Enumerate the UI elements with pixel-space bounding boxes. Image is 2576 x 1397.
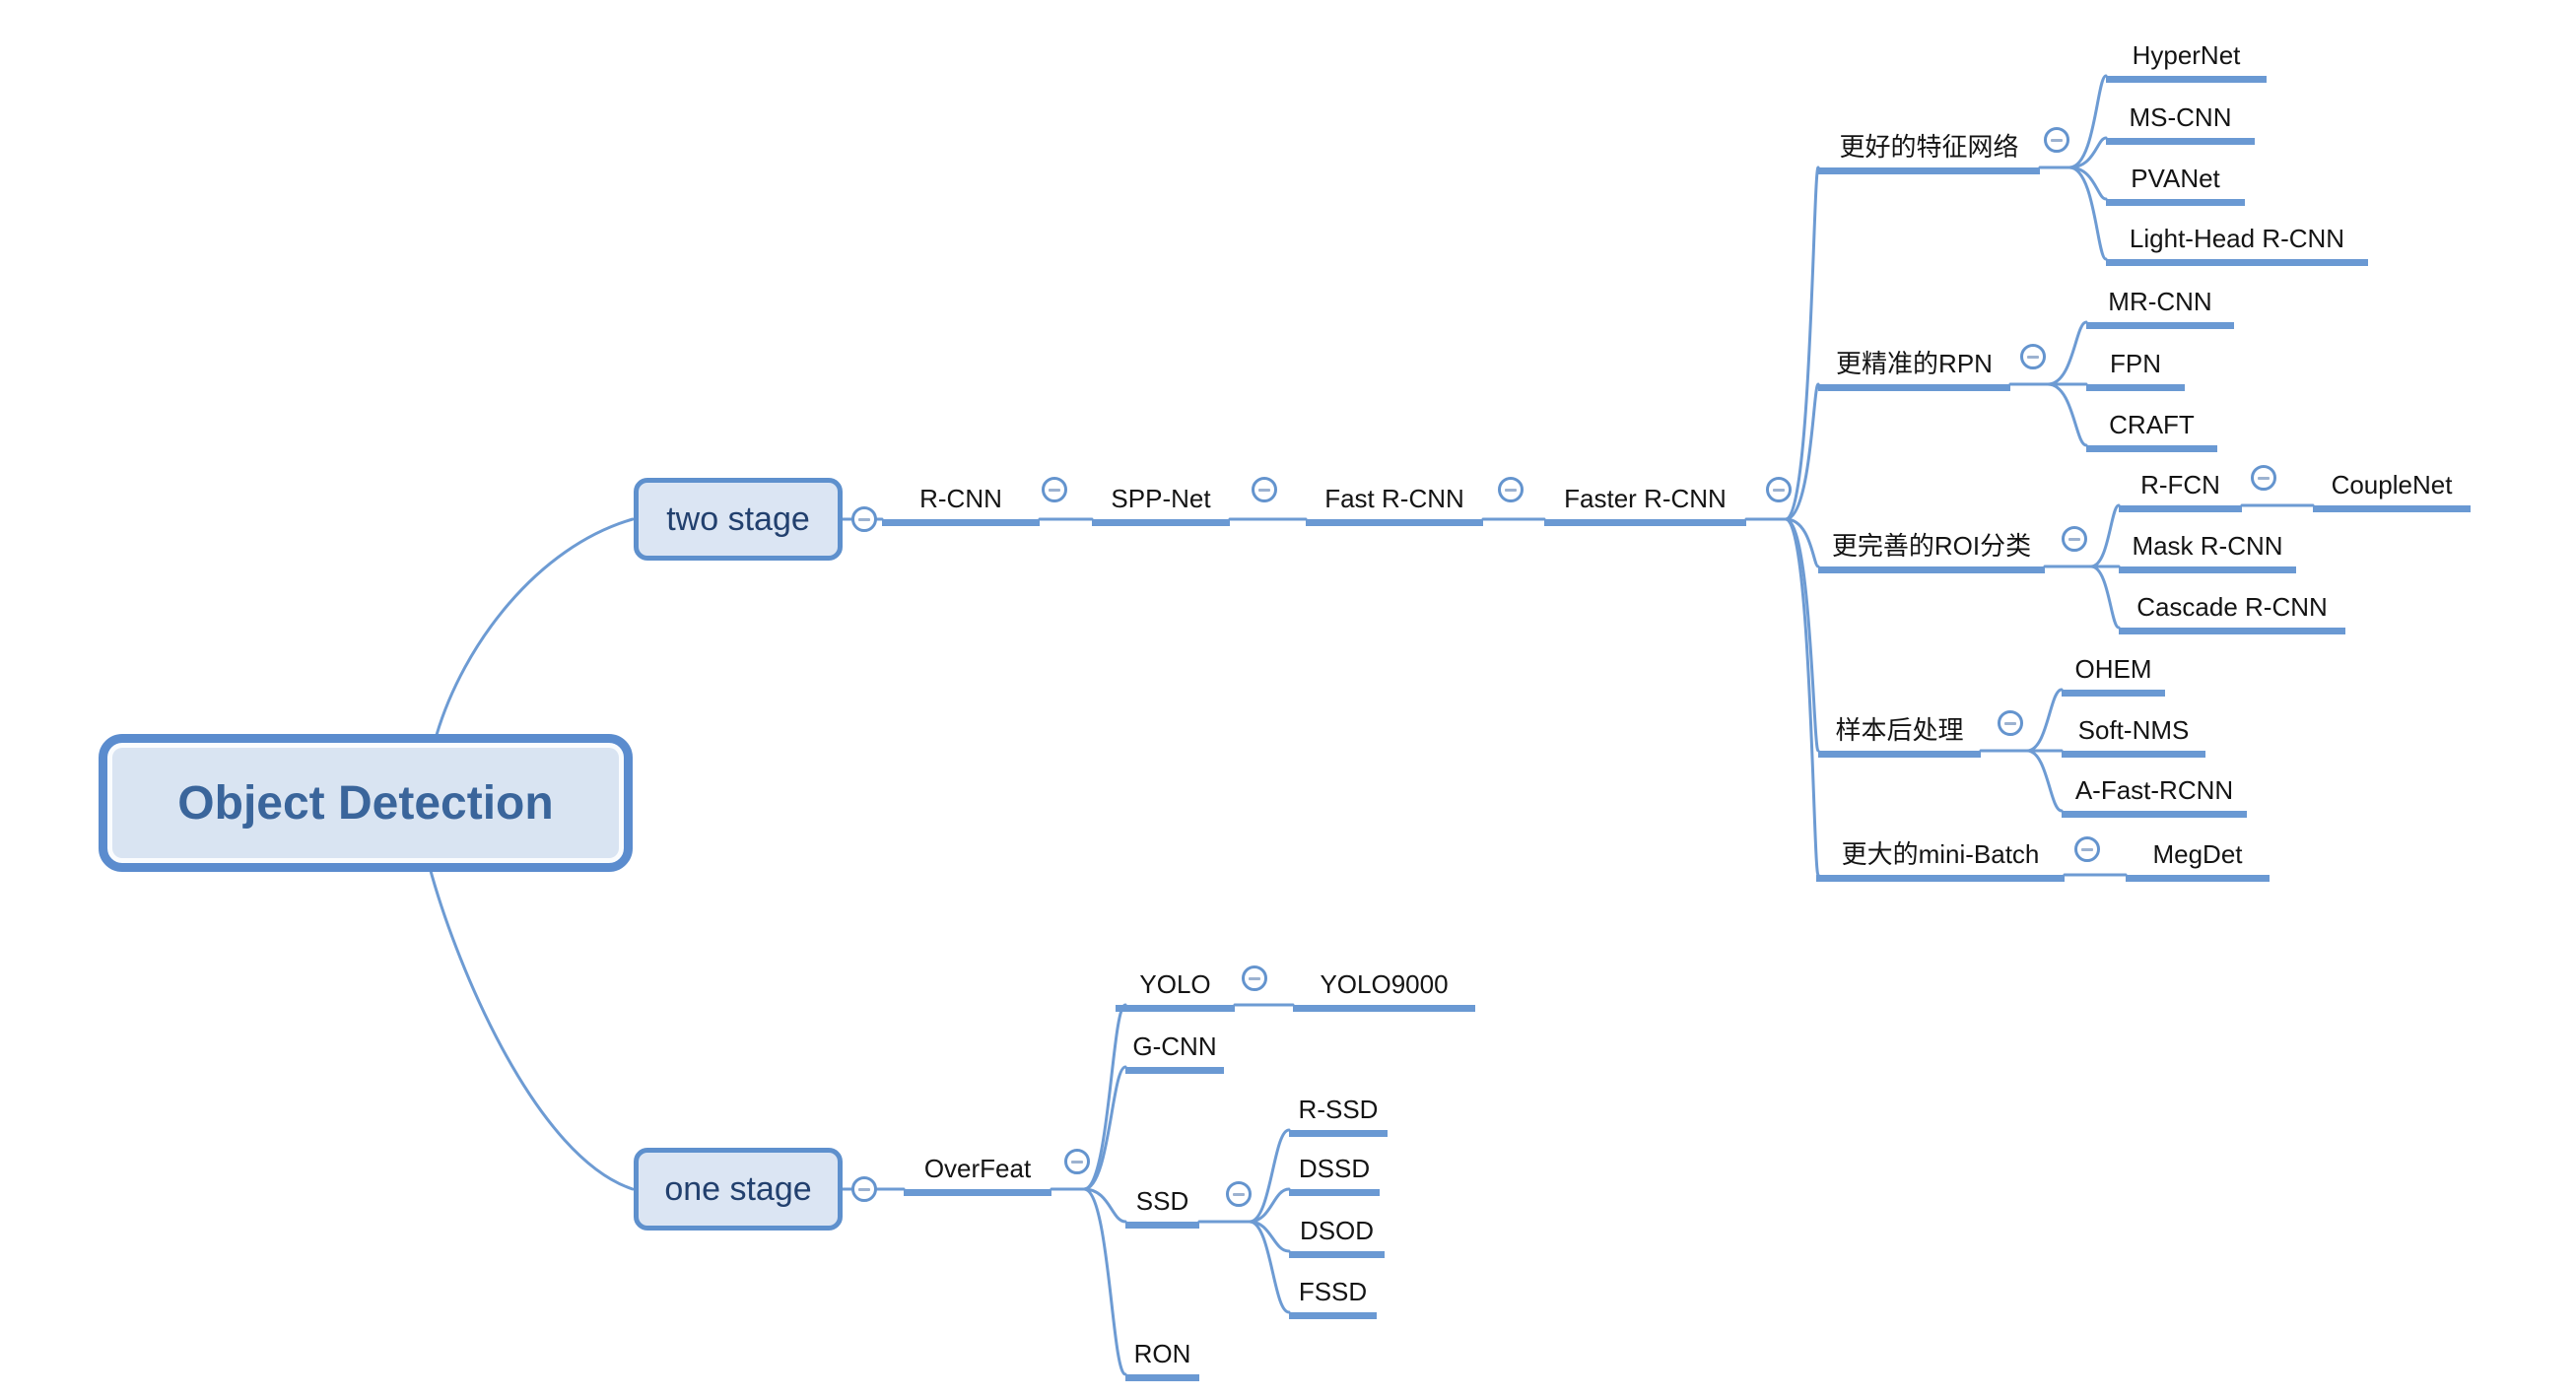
node-r-ssd[interactable]: R-SSD	[1289, 1090, 1388, 1137]
node-dsod[interactable]: DSOD	[1289, 1211, 1385, 1258]
node-craft[interactable]: CRAFT	[2086, 405, 2217, 452]
connector	[429, 869, 635, 1191]
node-mask-rcnn[interactable]: Mask R-CNN	[2119, 526, 2296, 573]
node-overfeat[interactable]: OverFeat	[904, 1149, 1051, 1196]
root-node[interactable]: Object Detection	[99, 734, 633, 872]
minus-icon	[2027, 355, 2039, 359]
connector	[1784, 166, 1820, 521]
node-mini-batch[interactable]: 更大的mini-Batch	[1816, 834, 2065, 882]
node-roi[interactable]: 更完善的ROI分类	[1818, 526, 2045, 573]
minus-icon	[2258, 476, 2270, 480]
minus-icon	[1233, 1192, 1245, 1196]
branch-connectors	[429, 74, 2315, 1376]
node-cascade-rcnn[interactable]: Cascade R-CNN	[2119, 587, 2345, 634]
collapse-button-one-stage[interactable]	[851, 1176, 877, 1202]
connector	[2025, 688, 2064, 753]
minus-icon	[858, 517, 870, 521]
minus-icon	[1773, 488, 1785, 492]
connector	[1248, 1187, 1291, 1224]
minus-icon	[2081, 847, 2093, 851]
connector	[1784, 382, 1820, 521]
connector	[2068, 136, 2108, 169]
collapse-button-roi[interactable]	[2062, 526, 2087, 552]
connector	[2089, 503, 2121, 568]
node-soft-nms[interactable]: Soft-NMS	[2062, 710, 2205, 758]
node-post-processing[interactable]: 样本后处理	[1818, 710, 1981, 758]
node-a-fast-rcnn[interactable]: A-Fast-RCNN	[2062, 770, 2247, 818]
connector	[1082, 1065, 1127, 1191]
collapse-button-fast-rcnn[interactable]	[1498, 477, 1524, 502]
connector	[1082, 1003, 1127, 1191]
minus-icon	[1071, 1160, 1083, 1164]
minus-icon	[2004, 721, 2016, 725]
node-faster-rcnn[interactable]: Faster R-CNN	[1544, 479, 1746, 526]
minus-icon	[1258, 488, 1270, 492]
collapse-button-feature-network[interactable]	[2044, 127, 2069, 153]
node-ohem[interactable]: OHEM	[2062, 649, 2165, 697]
minus-icon	[1249, 976, 1260, 980]
node-yolo[interactable]: YOLO	[1116, 965, 1235, 1012]
minus-icon	[2051, 138, 2063, 142]
node-rcnn[interactable]: R-CNN	[882, 479, 1040, 526]
node-sppnet[interactable]: SPP-Net	[1092, 479, 1230, 526]
minus-icon	[2068, 537, 2080, 541]
connector	[2068, 166, 2108, 201]
connector	[2068, 74, 2108, 169]
node-rpn[interactable]: 更精准的RPN	[1818, 344, 2010, 391]
connector	[435, 517, 635, 737]
connector	[2089, 565, 2121, 630]
node-fpn[interactable]: FPN	[2086, 344, 2185, 391]
connector	[1082, 1187, 1127, 1224]
connector	[2046, 320, 2088, 386]
node-r-fcn[interactable]: R-FCN	[2119, 465, 2242, 512]
node-ms-cnn[interactable]: MS-CNN	[2106, 98, 2255, 145]
collapse-button-sppnet[interactable]	[1252, 477, 1277, 502]
minus-icon	[1049, 488, 1060, 492]
collapse-button-overfeat[interactable]	[1064, 1149, 1090, 1174]
collapse-button-yolo[interactable]	[1242, 965, 1267, 991]
node-dssd[interactable]: DSSD	[1289, 1149, 1380, 1196]
node-ron[interactable]: RON	[1125, 1334, 1199, 1381]
node-couplenet[interactable]: CoupleNet	[2313, 465, 2471, 512]
node-ssd[interactable]: SSD	[1125, 1181, 1199, 1229]
collapse-button-rcnn[interactable]	[1042, 477, 1067, 502]
connector	[1248, 1220, 1291, 1314]
node-yolo9000[interactable]: YOLO9000	[1293, 965, 1475, 1012]
node-megdet[interactable]: MegDet	[2126, 834, 2270, 882]
collapse-button-rpn[interactable]	[2020, 344, 2046, 369]
collapse-button-ssd[interactable]	[1226, 1181, 1252, 1207]
minus-icon	[1505, 488, 1517, 492]
connector	[2046, 382, 2088, 447]
connector	[2025, 749, 2064, 813]
node-fssd[interactable]: FSSD	[1289, 1272, 1377, 1319]
collapse-button-faster-rcnn[interactable]	[1766, 477, 1792, 502]
node-g-cnn[interactable]: G-CNN	[1125, 1027, 1224, 1074]
node-light-head-rcnn[interactable]: Light-Head R-CNN	[2106, 219, 2368, 266]
minus-icon	[858, 1187, 870, 1191]
connector	[1784, 517, 1820, 877]
connector	[1784, 517, 1820, 568]
collapse-button-post-processing[interactable]	[1998, 710, 2023, 736]
node-feature-network[interactable]: 更好的特征网络	[1818, 127, 2040, 174]
node-fast-rcnn[interactable]: Fast R-CNN	[1306, 479, 1483, 526]
collapse-button-r-fcn[interactable]	[2251, 465, 2276, 491]
collapse-button-two-stage[interactable]	[851, 506, 877, 532]
node-pvanet[interactable]: PVANet	[2106, 159, 2245, 206]
connector	[1784, 517, 1820, 753]
node-two-stage[interactable]: two stage	[634, 478, 843, 561]
connector	[1082, 1187, 1127, 1376]
collapse-button-mini-batch[interactable]	[2074, 836, 2100, 862]
connector	[2068, 166, 2108, 261]
node-one-stage[interactable]: one stage	[634, 1148, 843, 1231]
node-mr-cnn[interactable]: MR-CNN	[2086, 282, 2234, 329]
connector	[1248, 1128, 1291, 1224]
node-hypernet[interactable]: HyperNet	[2106, 35, 2267, 83]
